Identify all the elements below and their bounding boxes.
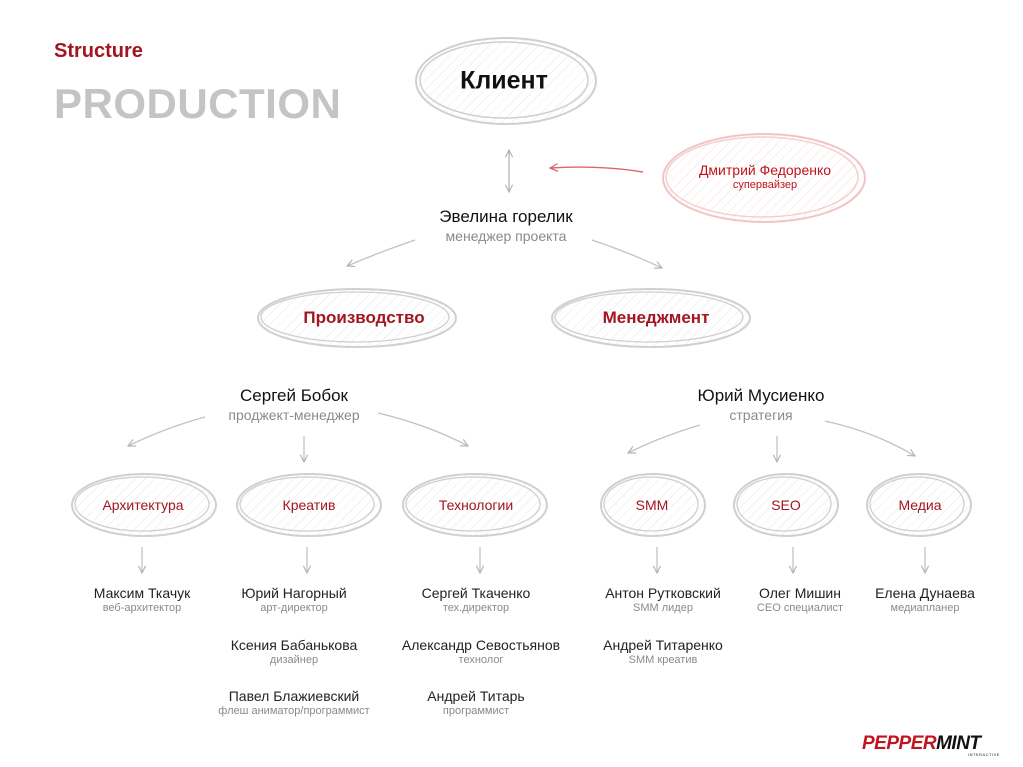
member-name: Антон Рутковский — [605, 585, 721, 601]
member-card: Андрей Титарь программист — [427, 688, 524, 718]
member-name: Елена Дунаева — [875, 585, 975, 601]
management-lead-card: Юрий Мусиенко стратегия — [698, 386, 825, 424]
dept-technology-label: Технологии — [438, 497, 514, 513]
member-card: Антон Рутковский SMM лидер — [605, 585, 721, 615]
member-card: Олег Мишин СЕО специалист — [757, 585, 843, 615]
dept-smm-label: SMM — [635, 497, 669, 513]
production-to-technology-arrow — [377, 412, 468, 446]
project-manager-role: менеджер проекта — [445, 228, 567, 244]
structure-subtitle: Structure — [54, 40, 143, 62]
member-name: Ксения Бабанькова — [230, 637, 358, 653]
dept-media-label: Медиа — [898, 497, 942, 513]
member-card: Андрей Титаренко SMM креатив — [603, 637, 723, 667]
logo-part-pepper: PEPPER — [862, 733, 937, 754]
logo-subtext: INTERACTIVE — [968, 752, 1000, 757]
technology-node-shape — [402, 473, 548, 537]
project-manager-name: Эвелина горелик — [439, 207, 573, 226]
supervisor-role: супервайзер — [732, 179, 798, 191]
member-name: Андрей Титаренко — [603, 637, 723, 653]
pm-to-production-arrow — [347, 239, 416, 266]
management-lead-name: Юрий Мусиенко — [697, 386, 825, 405]
project-manager-card: Эвелина горелик менеджер проекта — [439, 207, 572, 245]
member-role: дизайнер — [269, 654, 319, 666]
management-label: Менеджмент — [602, 308, 710, 327]
dept-architecture-label: Архитектура — [102, 497, 184, 513]
media-node-shape — [866, 473, 972, 537]
member-role: флеш аниматор/программист — [218, 705, 370, 717]
member-card: Александр Севостьянов технолог — [402, 637, 560, 667]
member-card: Максим Ткачук веб-архитектор — [94, 585, 191, 615]
member-name: Павел Блажиевский — [228, 688, 360, 704]
member-role: арт-директор — [260, 602, 328, 614]
supervisor-arrow — [550, 167, 644, 173]
member-role: медиапланер — [890, 602, 960, 614]
architecture-node-shape — [71, 473, 217, 537]
dept-seo-label: SEO — [771, 497, 801, 513]
peppermint-logo: PEPPERMINT — [862, 733, 981, 755]
member-card: Павел Блажиевский флеш аниматор/программ… — [218, 688, 369, 718]
member-card: Елена Дунаева медиапланер — [875, 585, 975, 615]
supervisor-name: Дмитрий Федоренко — [698, 162, 832, 178]
pm-to-management-arrow — [591, 239, 662, 268]
production-node-shape — [257, 288, 457, 348]
member-role: программист — [442, 705, 510, 717]
supervisor-card: Дмитрий Федоренко супервайзер — [699, 162, 831, 192]
dept-creative-label: Креатив — [282, 497, 336, 513]
supervisor-node-shape — [662, 133, 866, 223]
member-card: Ксения Бабанькова дизайнер — [231, 637, 358, 667]
member-card: Юрий Нагорный арт-директор — [241, 585, 346, 615]
seo-node-shape — [733, 473, 839, 537]
production-lead-card: Сергей Бобок проджект-менеджер — [228, 386, 359, 424]
production-label: Производство — [303, 308, 425, 327]
member-name: Максим Ткачук — [93, 585, 191, 601]
smm-node-shape — [600, 473, 706, 537]
member-role: веб-архитектор — [102, 602, 182, 614]
member-name: Сергей Ткаченко — [421, 585, 531, 601]
member-role: СЕО специалист — [756, 602, 844, 614]
member-role: SMM лидер — [633, 602, 693, 614]
member-card: Сергей Ткаченко тех.директор — [422, 585, 531, 615]
production-lead-name: Сергей Бобок — [240, 386, 348, 405]
member-role: SMM креатив — [628, 654, 698, 666]
logo-part-mint: MINT — [936, 733, 981, 754]
management-lead-role: стратегия — [729, 407, 793, 423]
management-to-media-arrow — [824, 420, 915, 456]
production-title: PRODUCTION — [54, 80, 342, 127]
creative-node-shape — [236, 473, 382, 537]
production-lead-role: проджект-менеджер — [228, 407, 360, 423]
client-label: Клиент — [460, 66, 548, 95]
member-role: тех.директор — [442, 602, 510, 614]
production-to-architecture-arrow — [128, 416, 206, 446]
client-node-shape — [415, 37, 597, 125]
member-name: Юрий Нагорный — [241, 585, 347, 601]
member-name: Александр Севостьянов — [401, 637, 561, 653]
member-name: Олег Мишин — [759, 585, 841, 601]
member-role: технолог — [458, 654, 504, 666]
member-name: Андрей Титарь — [427, 688, 525, 704]
management-node-shape — [551, 288, 751, 348]
management-to-smm-arrow — [628, 424, 701, 453]
